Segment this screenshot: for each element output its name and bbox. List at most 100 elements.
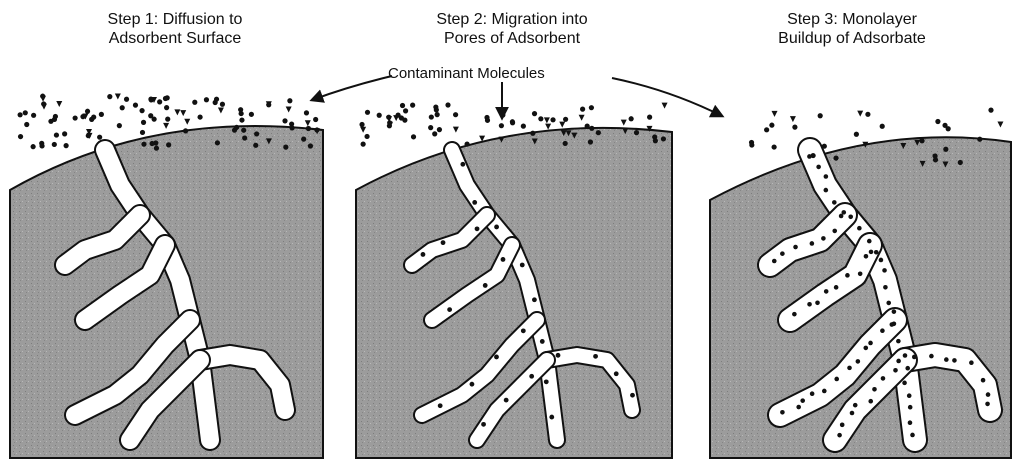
molecule bbox=[220, 102, 225, 107]
adsorbed-molecule bbox=[952, 358, 957, 363]
molecule bbox=[141, 142, 146, 147]
molecule bbox=[154, 146, 159, 151]
molecule bbox=[510, 120, 515, 125]
molecule bbox=[180, 110, 186, 116]
adsorbed-molecule bbox=[832, 229, 837, 234]
molecule bbox=[48, 119, 53, 124]
molecule bbox=[935, 119, 940, 124]
molecule bbox=[204, 97, 209, 102]
adsorbed-molecule bbox=[869, 250, 874, 255]
adsorbed-molecule bbox=[969, 360, 974, 365]
molecule bbox=[865, 112, 870, 117]
molecule bbox=[365, 110, 370, 115]
molecule bbox=[988, 108, 993, 113]
molecule bbox=[499, 123, 504, 128]
adsorbed-molecule bbox=[815, 300, 820, 305]
adsorbed-molecule bbox=[556, 353, 561, 358]
adsorbed-molecule bbox=[504, 398, 509, 403]
molecule bbox=[86, 133, 91, 138]
adsorbed-molecule bbox=[864, 254, 869, 259]
molecule bbox=[62, 131, 67, 136]
adsorbed-molecule bbox=[475, 226, 480, 231]
adsorbed-molecule bbox=[532, 297, 537, 302]
molecule bbox=[308, 143, 313, 148]
adsorbed-molecule bbox=[910, 433, 915, 438]
adsorbed-molecule bbox=[848, 214, 853, 219]
molecule bbox=[772, 144, 777, 149]
adsorbed-molecule bbox=[824, 188, 829, 193]
molecule bbox=[287, 98, 292, 103]
molecule bbox=[360, 127, 366, 133]
adsorbed-molecule bbox=[421, 252, 426, 257]
molecule bbox=[662, 103, 668, 109]
molecule bbox=[400, 103, 405, 108]
molecule bbox=[661, 136, 666, 141]
molecule bbox=[148, 97, 153, 102]
adsorbed-molecule bbox=[845, 273, 850, 278]
adsorbed-molecule bbox=[853, 403, 858, 408]
adsorbed-molecule bbox=[460, 162, 465, 167]
molecule bbox=[361, 142, 366, 147]
callout-arrows bbox=[312, 76, 722, 118]
molecule bbox=[429, 114, 434, 119]
adsorbed-molecule bbox=[481, 422, 486, 427]
molecule bbox=[18, 112, 23, 117]
molecule bbox=[239, 111, 244, 116]
molecule bbox=[919, 138, 924, 143]
molecule bbox=[749, 142, 754, 147]
molecule bbox=[428, 125, 433, 130]
molecule bbox=[184, 119, 190, 125]
adsorbed-molecule bbox=[824, 289, 829, 294]
adsorbed-molecule bbox=[438, 403, 443, 408]
adsorbed-molecule bbox=[863, 346, 868, 351]
molecule bbox=[192, 100, 197, 105]
adsorbed-molecule bbox=[872, 387, 877, 392]
adsorbed-molecule bbox=[807, 154, 812, 159]
molecule bbox=[164, 105, 169, 110]
adsorbed-molecule bbox=[879, 258, 884, 263]
adsorbed-molecule bbox=[857, 226, 862, 231]
molecule bbox=[304, 110, 309, 115]
adsorbed-molecule bbox=[447, 307, 452, 312]
adsorbed-molecule bbox=[494, 355, 499, 360]
molecule bbox=[56, 101, 62, 107]
molecule bbox=[234, 125, 239, 130]
molecule bbox=[306, 126, 311, 131]
molecule bbox=[31, 144, 36, 149]
molecule bbox=[53, 114, 58, 119]
molecule bbox=[239, 117, 244, 122]
molecule bbox=[579, 115, 585, 121]
adsorbed-molecule bbox=[630, 393, 635, 398]
molecule bbox=[634, 130, 639, 135]
molecule bbox=[157, 99, 162, 104]
adsorbed-molecule bbox=[881, 376, 886, 381]
molecule bbox=[854, 132, 859, 137]
molecule bbox=[148, 113, 153, 118]
molecule bbox=[197, 114, 202, 119]
adsorbed-molecule bbox=[796, 405, 801, 410]
adsorbed-molecule bbox=[912, 355, 917, 360]
molecule bbox=[435, 112, 440, 117]
adsorbed-molecule bbox=[905, 366, 910, 371]
adsorbed-molecule bbox=[834, 285, 839, 290]
adsorbed-molecule bbox=[470, 382, 475, 387]
adsorbed-molecule bbox=[441, 240, 446, 245]
molecule bbox=[141, 120, 146, 125]
adsorbed-molecule bbox=[929, 354, 934, 359]
arrow-to-step-3 bbox=[612, 78, 722, 116]
adsorbed-molecule bbox=[549, 415, 554, 420]
adsorbed-molecule bbox=[847, 366, 852, 371]
molecule bbox=[52, 142, 57, 147]
molecule bbox=[464, 141, 469, 146]
molecule bbox=[453, 112, 458, 117]
molecule bbox=[183, 128, 188, 133]
molecule bbox=[73, 115, 78, 120]
molecule bbox=[792, 125, 797, 130]
molecule bbox=[822, 144, 827, 149]
adsorbed-molecule bbox=[874, 250, 879, 255]
molecule bbox=[115, 94, 121, 100]
molecule bbox=[538, 116, 543, 121]
molecule bbox=[266, 102, 271, 107]
adsorbed-molecule bbox=[839, 214, 844, 219]
